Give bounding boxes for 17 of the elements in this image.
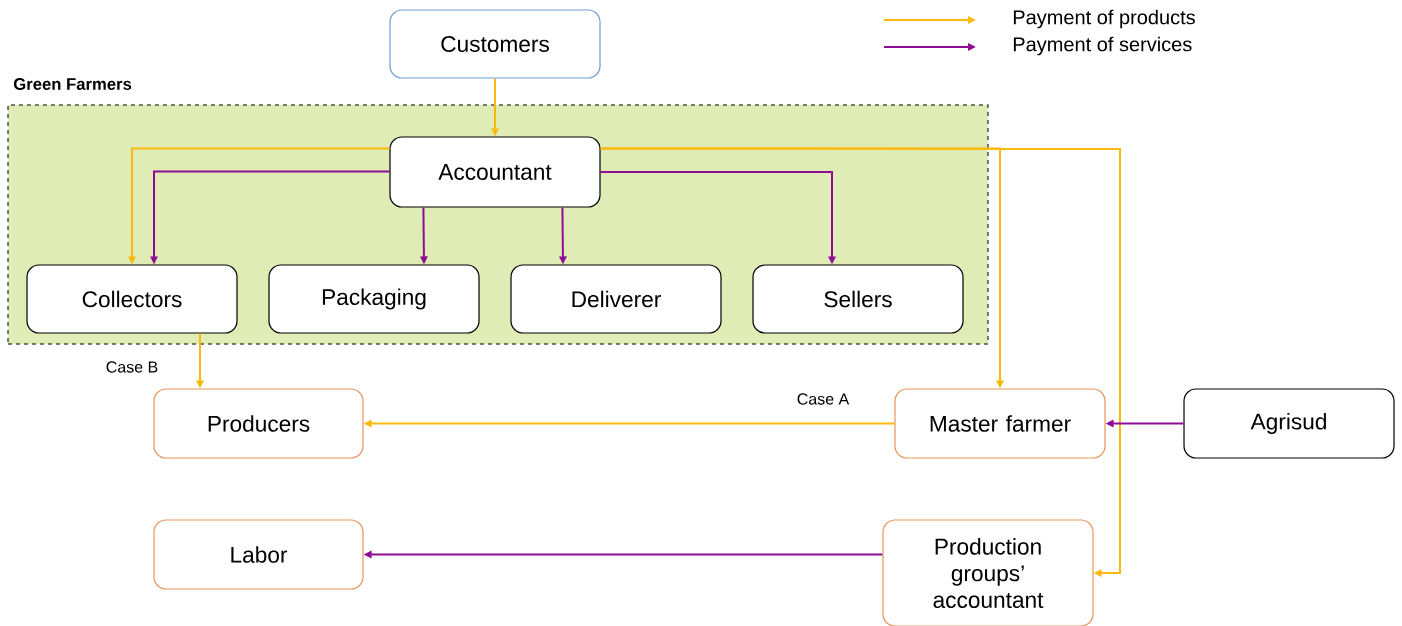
process-box: Producers bbox=[153, 388, 364, 459]
process-box: Master farmer bbox=[894, 388, 1106, 459]
legend-label: Payment of services bbox=[1013, 36, 1192, 56]
edge-label: Case A bbox=[795, 392, 851, 406]
process-box: Sellers bbox=[752, 264, 964, 334]
process-box: Agrisud bbox=[1183, 388, 1395, 459]
process-box: Production groups’ accountant bbox=[882, 519, 1094, 626]
group-heading: Green Farmers bbox=[13, 78, 132, 90]
process-box: Customers bbox=[389, 9, 601, 79]
process-box: Deliverer bbox=[510, 264, 722, 334]
process-box: Accountant bbox=[389, 136, 601, 208]
arrow bbox=[599, 147, 1121, 577]
process-box: Packaging bbox=[268, 264, 480, 334]
process-box: Labor bbox=[153, 519, 364, 590]
legend-label: Payment of products bbox=[1013, 9, 1195, 29]
edge-label: Case B bbox=[104, 360, 160, 374]
process-box: Collectors bbox=[26, 264, 238, 334]
